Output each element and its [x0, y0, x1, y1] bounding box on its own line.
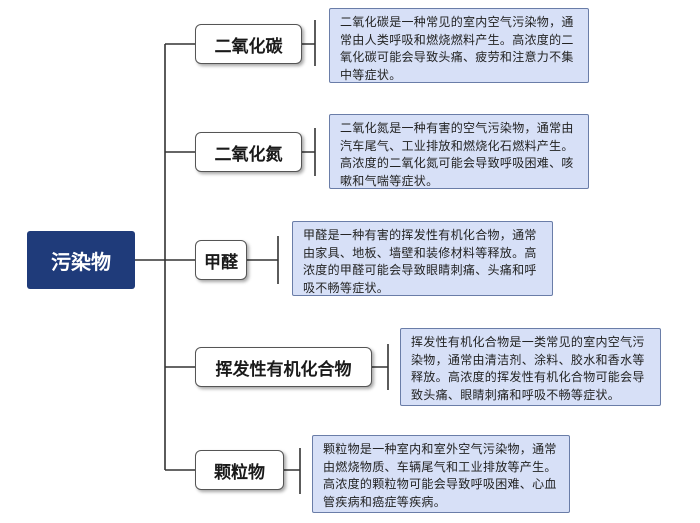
root-node[interactable]: 污染物	[27, 231, 135, 289]
connector-desc-0	[302, 20, 316, 66]
connector-trunk	[135, 44, 166, 470]
branch-node-carbon-dioxide[interactable]: 二氧化碳	[195, 24, 302, 64]
description-particulate-matter[interactable]: 颗粒物是一种室内和室外空气污染物，通常由燃烧物质、车辆尾气和工业排放等产生。高浓…	[312, 435, 570, 513]
branch-node-formaldehyde[interactable]: 甲醛	[195, 240, 247, 280]
connector-desc-2	[247, 236, 279, 284]
branch-node-nitrogen-dioxide[interactable]: 二氧化氮	[195, 132, 302, 172]
branch-node-particulate-matter[interactable]: 颗粒物	[195, 450, 284, 490]
description-formaldehyde[interactable]: 甲醛是一种有害的挥发性有机化合物，通常由家具、地板、墙壁和装修材料等释放。高浓度…	[292, 221, 553, 296]
description-voc[interactable]: 挥发性有机化合物是一类常见的室内空气污染物，通常由清洁剂、涂料、胶水和香水等释放…	[400, 328, 661, 406]
description-nitrogen-dioxide[interactable]: 二氧化氮是一种有害的空气污染物，通常由汽车尾气、工业排放和燃烧化石燃料产生。高浓…	[329, 114, 589, 189]
connector-desc-4	[284, 448, 301, 494]
description-carbon-dioxide[interactable]: 二氧化碳是一种常见的室内空气污染物，通常由人类呼吸和燃烧燃料产生。高浓度的二氧化…	[329, 8, 589, 83]
branch-node-voc[interactable]: 挥发性有机化合物	[195, 347, 372, 387]
connector-desc-3	[372, 344, 389, 390]
connector-desc-1	[302, 128, 316, 176]
